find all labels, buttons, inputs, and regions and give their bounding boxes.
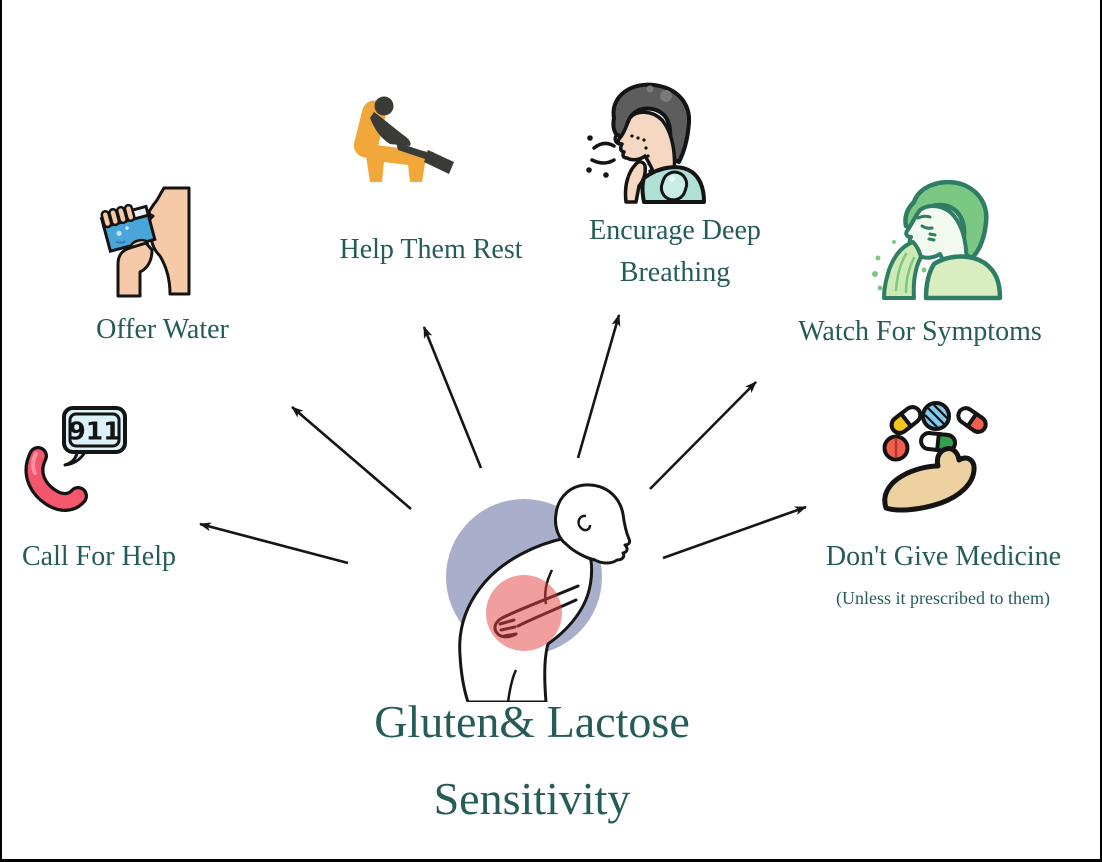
call-for-help-item: 911 <box>18 398 134 512</box>
dont-give-medicine-label: Don't Give Medicine <box>825 541 1062 572</box>
title-line2: Sensitivity <box>433 773 631 824</box>
offer-water-item <box>94 186 192 298</box>
title-line1: Gluten& Lactose <box>374 696 690 747</box>
watch-for-symptoms-item <box>868 176 1006 302</box>
dont-give-medicine-sublabel: (Unless it prescribed to them) <box>836 588 1050 608</box>
stomach-pain-person-icon <box>446 483 632 702</box>
dont-give-medicine-item <box>878 400 994 516</box>
offer-water-label: Offer Water <box>96 314 229 345</box>
arrow-dont-give-medicine <box>662 505 807 560</box>
center-figure <box>400 452 656 702</box>
help-them-rest-item <box>348 94 462 186</box>
encourage-breathing-label-line2: Breathing <box>619 257 731 288</box>
resting-chair-icon <box>353 96 454 182</box>
emergency-phone-icon: 911 <box>24 406 127 512</box>
arrow-offer-water <box>291 406 412 510</box>
hand-with-pills-icon <box>882 401 988 513</box>
arrow-watch-symptoms <box>649 381 757 490</box>
deep-breathing-icon <box>586 82 706 204</box>
help-them-rest-label: Help Them Rest <box>339 234 523 265</box>
pain-spot <box>486 575 562 651</box>
arrow-help-them-rest <box>422 326 483 469</box>
watch-for-symptoms-label: Watch For Symptoms <box>798 316 1042 347</box>
call-for-help-label: Call For Help <box>22 541 176 572</box>
encourage-breathing-item <box>586 78 708 204</box>
badge-911: 911 <box>68 417 120 446</box>
encourage-breathing-label: Encurage Deep Breathing <box>565 210 785 294</box>
vomiting-person-icon <box>872 179 1003 301</box>
encourage-breathing-label-line1: Encurage Deep <box>589 215 761 246</box>
drinking-water-icon <box>99 186 191 298</box>
page-title: Gluten& Lactose Sensitivity <box>312 683 752 837</box>
arrow-call-for-help <box>199 522 349 565</box>
arrow-encourage-breathing <box>576 314 621 459</box>
